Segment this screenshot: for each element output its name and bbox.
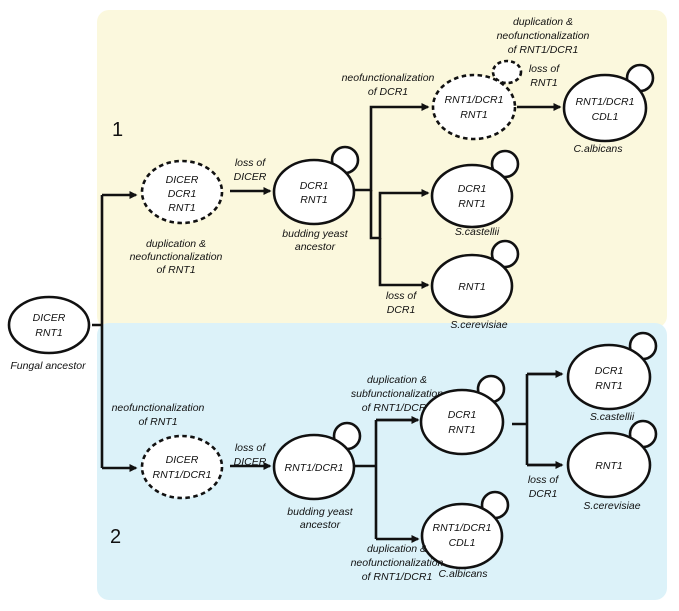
panel-2-background (97, 323, 667, 600)
node-gene-label: RNT1 (300, 194, 327, 206)
node-caption: S.castellii (455, 226, 500, 238)
svg-text:duplication &: duplication & (367, 543, 427, 555)
event-top-loss-of-dcr1: loss of DCR1 (386, 290, 417, 316)
svg-text:neofunctionalization: neofunctionalization (130, 251, 223, 263)
node-caption: budding yeast (287, 506, 353, 518)
node-bottom-dicer-ancestor: DICER RNT1/DCR1 (140, 434, 224, 500)
node-gene-label: DCR1 (595, 365, 624, 377)
svg-text:loss of: loss of (529, 63, 560, 75)
panel-2-number: 2 (110, 526, 121, 548)
svg-text:duplication &: duplication & (513, 16, 573, 28)
node-gene-label: RNT1 (448, 424, 475, 436)
svg-text:RNT1: RNT1 (530, 77, 557, 89)
event-top-neofunctionalization-dcr1: neofunctionalization of DCR1 (342, 72, 435, 98)
event-top-loss-of-rnt1: loss of RNT1 (529, 63, 560, 89)
node-gene-label: CDL1 (449, 537, 476, 549)
node-gene-label: DCR1 (448, 409, 477, 421)
node-top-dicer-ancestor: DICER DCR1 RNT1 (140, 159, 224, 225)
node-gene-label: RNT1 (458, 281, 485, 293)
node-gene-label: RNT1 (460, 109, 487, 121)
node-gene-label: RNT1 (458, 198, 485, 210)
svg-text:of RNT1/DCR1: of RNT1/DCR1 (362, 571, 433, 583)
event-bottom-duplication-neofunctionalization: duplication & neofunctionalization of RN… (351, 543, 444, 583)
event-bottom-neofunctionalization-rnt1: neofunctionalization of RNT1 (112, 402, 205, 428)
node-top-s-castellii: DCR1 RNT1 S.castellii (430, 149, 520, 238)
node-top-budding-yeast-ancestor: DCR1 RNT1 budding yeast ancestor (272, 145, 360, 253)
node-bottom-dcr1-rnt1: DCR1 RNT1 (419, 374, 506, 456)
event-top-duplication-neofunctionalization-rnt1: duplication & neofunctionalization of RN… (130, 238, 223, 276)
svg-text:of RNT1/DCR1: of RNT1/DCR1 (508, 44, 579, 56)
node-gene-label: RNT1 (595, 460, 622, 472)
node-gene-label: RNT1 (595, 380, 622, 392)
node-gene-label: CDL1 (592, 111, 619, 123)
node-gene-label: DICER (166, 454, 199, 466)
node-bottom-budding-yeast-ancestor: RNT1/DCR1 budding yeast ancestor (272, 421, 362, 531)
svg-text:neofunctionalization: neofunctionalization (112, 402, 205, 414)
node-bottom-s-cerevisiae: RNT1 S.cerevisiae (566, 419, 658, 512)
node-caption: S.castellii (590, 411, 635, 423)
node-gene-label: RNT1/DCR1 (445, 94, 504, 106)
node-gene-label: RNT1/DCR1 (153, 469, 212, 481)
svg-text:duplication &: duplication & (146, 238, 206, 250)
node-gene-label: RNT1 (35, 327, 62, 339)
node-gene-label: DCR1 (168, 188, 197, 200)
svg-text:of RNT1/DCR1: of RNT1/DCR1 (362, 402, 433, 414)
svg-text:DCR1: DCR1 (529, 488, 558, 500)
node-top-s-cerevisiae: RNT1 S.cerevisiae (430, 239, 520, 331)
svg-text:neofunctionalization: neofunctionalization (497, 30, 590, 42)
event-bottom-loss-of-dicer: loss of DICER (234, 442, 267, 468)
svg-text:of RNT1: of RNT1 (138, 416, 177, 428)
node-gene-label: DCR1 (300, 180, 329, 192)
connector-lines (92, 103, 564, 539)
svg-text:duplication &: duplication & (367, 374, 427, 386)
panel-1-background (97, 10, 667, 328)
svg-text:subfunctionalization: subfunctionalization (351, 388, 443, 400)
svg-text:loss of: loss of (235, 442, 266, 454)
node-caption: S.cerevisiae (450, 319, 507, 331)
node-caption: ancestor (300, 519, 341, 531)
svg-text:loss of: loss of (235, 157, 266, 169)
node-caption: C.albicans (573, 143, 623, 155)
event-top-loss-of-dicer: loss of DICER (234, 157, 267, 183)
svg-text:neofunctionalization: neofunctionalization (342, 72, 435, 84)
node-caption: ancestor (295, 241, 336, 253)
svg-text:of RNT1: of RNT1 (156, 264, 195, 276)
node-gene-label: DCR1 (458, 183, 487, 195)
svg-text:DICER: DICER (234, 456, 267, 468)
event-bottom-loss-of-dcr1: loss of DCR1 (528, 474, 559, 500)
node-gene-label: RNT1/DCR1 (285, 462, 344, 474)
node-top-c-albicans: RNT1/DCR1 CDL1 C.albicans (562, 63, 655, 155)
svg-text:DCR1: DCR1 (387, 304, 416, 316)
event-top-duplication-neofunctionalization-rnt1-dcr1: duplication & neofunctionalization of RN… (497, 16, 590, 56)
node-caption: C.albicans (438, 568, 488, 580)
node-bottom-s-castellii: DCR1 RNT1 S.castellii (566, 331, 658, 423)
node-caption: budding yeast (282, 228, 348, 240)
node-gene-label: RNT1/DCR1 (576, 96, 635, 108)
event-bottom-duplication-subfunctionalization: duplication & subfunctionalization of RN… (351, 374, 443, 414)
svg-text:neofunctionalization: neofunctionalization (351, 557, 444, 569)
node-bottom-c-albicans: RNT1/DCR1 CDL1 C.albicans (420, 490, 510, 580)
svg-text:loss of: loss of (386, 290, 417, 302)
panel-1-number: 1 (112, 119, 123, 141)
node-gene-label: RNT1 (168, 202, 195, 214)
svg-text:loss of: loss of (528, 474, 559, 486)
node-gene-label: DICER (33, 312, 66, 324)
node-gene-label: RNT1/DCR1 (433, 522, 492, 534)
node-caption: S.cerevisiae (583, 500, 640, 512)
node-caption: Fungal ancestor (10, 360, 86, 372)
svg-text:of DCR1: of DCR1 (368, 86, 408, 98)
node-top-duplicated-rnt1-dcr1: RNT1/DCR1 RNT1 (431, 59, 523, 141)
node-fungal-ancestor: DICER RNT1 Fungal ancestor (7, 295, 91, 372)
svg-text:DICER: DICER (234, 171, 267, 183)
node-gene-label: DICER (166, 174, 199, 186)
